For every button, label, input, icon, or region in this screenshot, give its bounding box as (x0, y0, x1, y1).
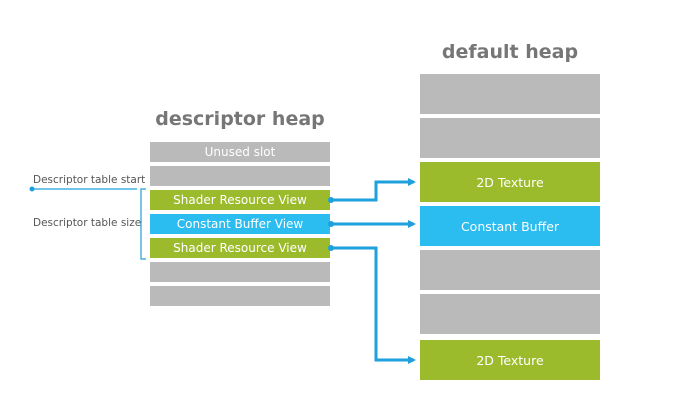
descriptor-slot-empty (150, 166, 330, 186)
heap-block-empty (420, 118, 600, 158)
table-size-bracket (140, 188, 146, 260)
heap-block-constant-buffer: Constant Buffer (420, 206, 600, 246)
heap-block-empty (420, 74, 600, 114)
srv1-to-texture-arrow (331, 178, 416, 202)
descriptor-slot-srv-1: Shader Resource View (150, 190, 330, 210)
heap-block-empty (420, 250, 600, 290)
descriptor-table-start-label: Descriptor table start (33, 174, 146, 186)
srv2-to-texture-arrow (331, 246, 416, 364)
descriptor-slot-unused: Unused slot (150, 142, 330, 162)
heap-block-empty (420, 294, 600, 334)
descriptor-slot-empty (150, 286, 330, 306)
default-heap-title: default heap (441, 41, 579, 63)
descriptor-slot-empty (150, 262, 330, 282)
heap-block-texture-2: 2D Texture (420, 340, 600, 380)
descriptor-slot-srv-2: Shader Resource View (150, 238, 330, 258)
descriptor-slot-cbv: Constant Buffer View (150, 214, 330, 234)
descriptor-heap-title: descriptor heap (155, 108, 325, 130)
descriptor-table-size-label: Descriptor table size (33, 217, 142, 229)
heap-block-texture-1: 2D Texture (420, 162, 600, 202)
